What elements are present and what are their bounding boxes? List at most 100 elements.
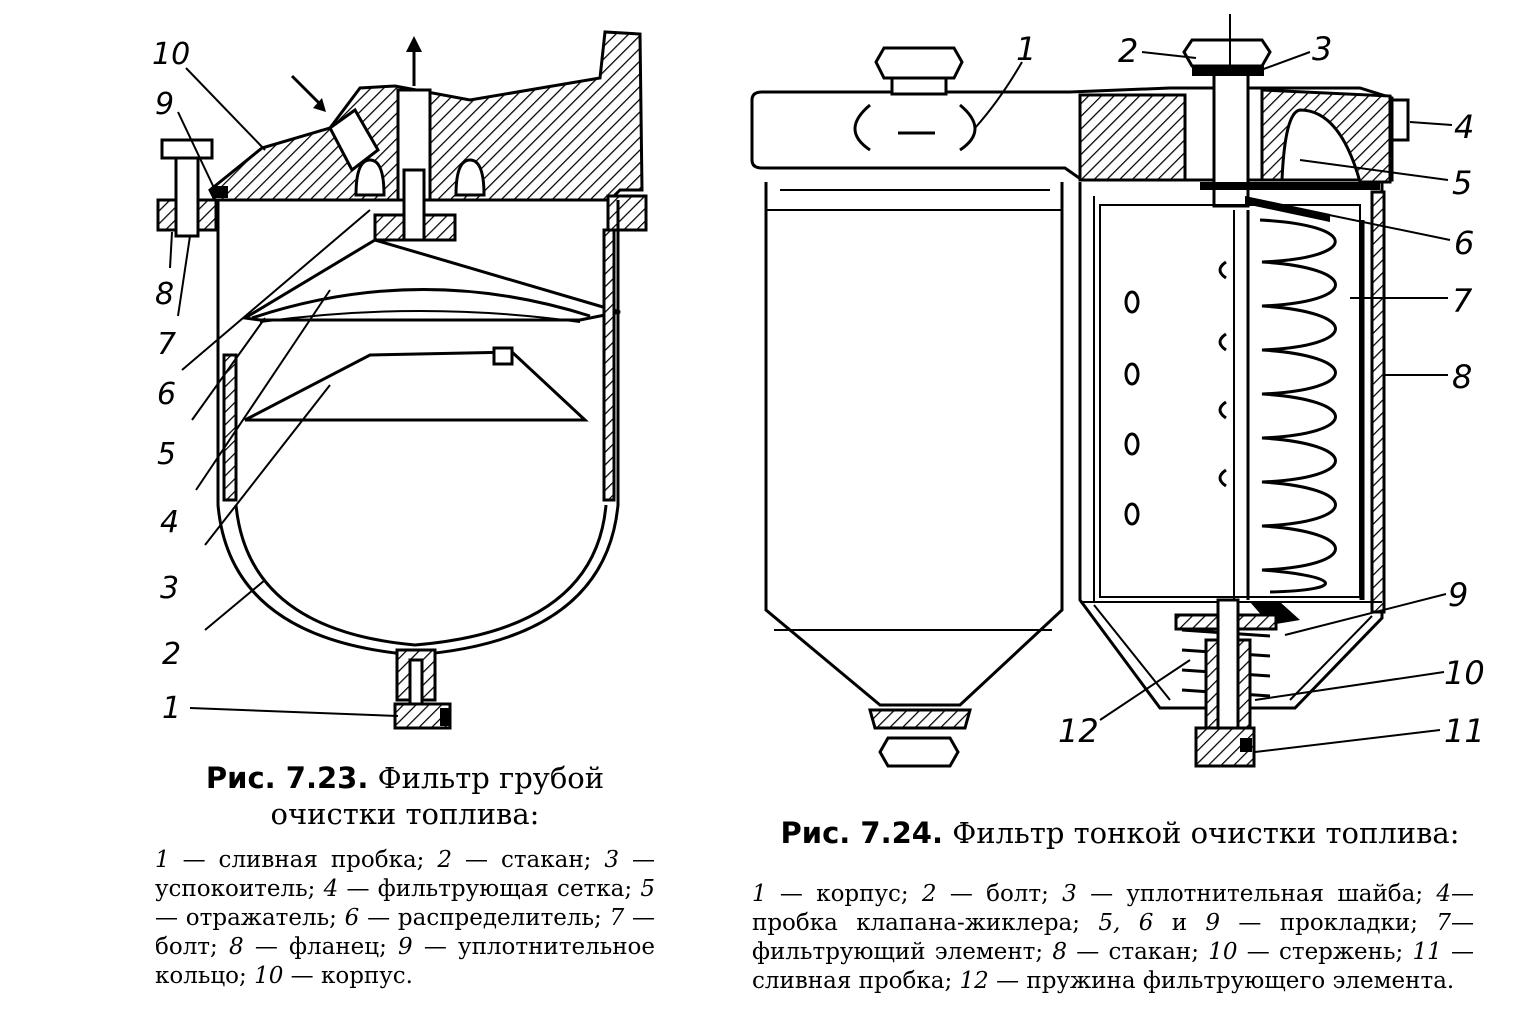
fine-filter-caption: Рис. 7.24. Фильтр тонкой очистки топлива… — [760, 815, 1480, 851]
fine-filter-legend: 1 — корпус; 2 — болт; 3 — уплотнительная… — [752, 880, 1474, 1020]
fine-caption-title: Фильтр тонкой очистки топлива: — [952, 816, 1460, 850]
tube-hole-4 — [1218, 468, 1227, 488]
callout-7: 7 — [157, 327, 176, 362]
fine-callout-10: 10 — [1444, 654, 1485, 692]
fine-callout-11: 11 — [1444, 712, 1485, 750]
drain-plug-seal — [440, 708, 450, 726]
coarse-filter-caption: Рис. 7.23. Фильтр грубой очистки топлива… — [180, 760, 630, 832]
fine-callout-4: 4 — [1454, 108, 1474, 146]
filter-hole-3 — [1124, 432, 1140, 456]
legend-number: 11 — [1412, 939, 1442, 965]
legend-number: 12 — [959, 968, 989, 994]
legend-text: — фланец; — [243, 934, 399, 960]
fine-callout-2: 2 — [1118, 32, 1138, 70]
housing-bulge-left — [853, 103, 871, 152]
legend-text: — стержень; — [1237, 939, 1413, 965]
callout-10: 10 — [152, 37, 190, 72]
bowl-wall — [1370, 190, 1386, 614]
legend-text: — отражатель; — [155, 905, 345, 931]
bowl-wall-right — [602, 228, 616, 502]
legend-number: 4 — [323, 876, 339, 902]
legend-number: 10 — [1208, 939, 1238, 965]
bowl-inner — [234, 504, 608, 647]
settler — [244, 350, 589, 422]
coarse-caption-title-1: Фильтр грубой — [377, 761, 605, 795]
fine-bolt-head — [1182, 38, 1272, 68]
bowl-wall-left — [222, 353, 238, 502]
filter-hole-2 — [1124, 362, 1140, 386]
bowl-cone-inner — [1093, 604, 1171, 701]
gasket-5 — [1200, 182, 1380, 190]
fine-caption-number: Рис. 7.24. — [780, 816, 943, 850]
legend-number: 2 — [921, 881, 937, 907]
filter-hole-1 — [1124, 290, 1140, 314]
callout-4: 4 — [160, 505, 179, 540]
outer-bowl-drain — [868, 708, 972, 730]
legend-number: 9 — [398, 934, 413, 960]
fine-callout-5: 5 — [1452, 164, 1472, 202]
legend-text: — сливная пробка; — [752, 939, 1474, 994]
callout-1: 1 — [162, 691, 181, 726]
housing-cap-nut — [874, 46, 964, 80]
outlet-arrow-head — [406, 36, 422, 52]
fine-drain-seal — [1240, 738, 1252, 752]
legend-number: 3 — [1062, 881, 1077, 907]
cap-nut-base — [890, 76, 948, 96]
filter-mesh — [251, 288, 591, 320]
fine-callout-7: 7 — [1452, 282, 1473, 320]
bowl-cone-inner-right — [1289, 615, 1373, 701]
reflector-lower-edge — [259, 310, 581, 323]
settler-tab — [492, 346, 514, 366]
legend-number: 5 — [640, 876, 655, 902]
fine-callout-6: 6 — [1454, 224, 1474, 262]
legend-text: — болт; — [936, 881, 1063, 907]
legend-text: — пробка клапана-жиклера; — [752, 881, 1474, 936]
inlet-arrow-line — [290, 74, 322, 106]
legend-text: — распределитель; — [359, 905, 610, 931]
sealing-washer — [1192, 66, 1264, 76]
housing-bulge-right — [959, 103, 977, 152]
sealing-ring — [212, 186, 228, 198]
legend-text: —фильтрующий элемент; — [752, 910, 1474, 965]
fine-callout-3: 3 — [1312, 30, 1332, 68]
legend-number: 3 — [604, 847, 620, 873]
callout-9: 9 — [155, 87, 174, 122]
legend-text: — успокоитель; — [155, 847, 655, 902]
fine-filter-drawing: 1 2 3 4 5 6 7 8 9 10 11 12 — [750, 14, 1485, 768]
flange-right — [606, 194, 648, 232]
legend-number: 8 — [228, 934, 244, 960]
legend-number: 5, 6 — [1098, 910, 1154, 936]
body-pocket-right — [454, 158, 486, 197]
callout-2: 2 — [162, 637, 181, 672]
legend-number: 8 — [1052, 939, 1068, 965]
tube-hole-1 — [1218, 260, 1227, 280]
tube-hole-2 — [1218, 332, 1227, 352]
coarse-caption-title-2: очистки топлива: — [270, 797, 540, 831]
inlet-arrow-head — [313, 98, 326, 112]
callout-8: 8 — [155, 277, 174, 312]
legend-text: — уплотнительная шайба; — [1076, 881, 1437, 907]
legend-text: — фильтрующая сетка; — [338, 876, 641, 902]
legend-text: — болт; — [155, 905, 655, 960]
legend-text: — стакан; — [1067, 939, 1209, 965]
fine-callout-9: 9 — [1448, 576, 1468, 614]
fine-filter-outer-bowl — [764, 182, 1064, 707]
legend-text: — корпус; — [766, 881, 922, 907]
legend-number: 2 — [437, 847, 453, 873]
distributor-stem — [402, 168, 426, 242]
coarse-filter-drawing: 10 9 8 7 6 5 4 3 2 1 — [152, 30, 648, 730]
valve-plug — [1390, 98, 1410, 142]
bolt-head — [160, 138, 214, 160]
fine-callout-8: 8 — [1452, 358, 1472, 396]
legend-number: 7 — [609, 905, 625, 931]
filter-paper-folds — [1259, 218, 1337, 594]
callout-5: 5 — [157, 437, 176, 472]
legend-number: 9 — [1205, 910, 1221, 936]
legend-text: и — [1153, 910, 1206, 936]
legend-text: — корпус. — [283, 963, 413, 989]
coarse-caption-number: Рис. 7.23. — [205, 761, 369, 795]
filter-element — [1099, 204, 1361, 598]
coarse-filter-leaders — [169, 67, 399, 717]
legend-number: 1 — [155, 847, 170, 873]
